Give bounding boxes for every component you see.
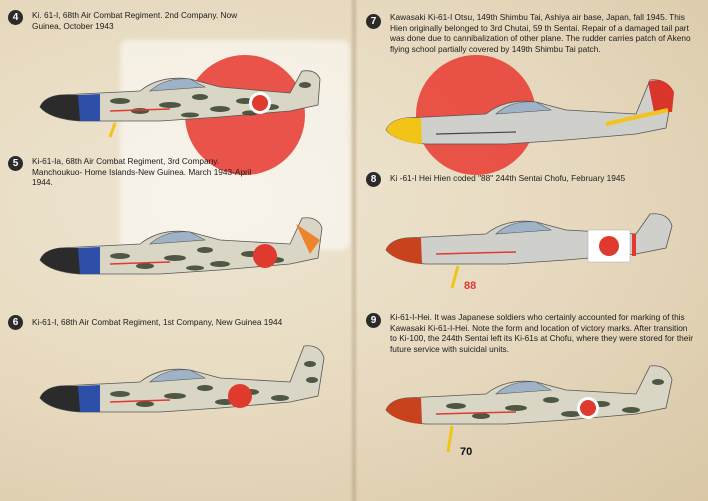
profile-number-7: 7 — [366, 14, 381, 29]
left-page: 4 Ki. 61-I, 68th Air Combat Regiment. 2n… — [0, 0, 352, 501]
aircraft-ki61-camo-icon — [39, 217, 323, 275]
aircraft-profile-5 — [20, 210, 340, 290]
aircraft-profile-4 — [20, 65, 340, 140]
right-page: 7 Kawasaki Ki-61-I Otsu, 149th Shimbu Ta… — [356, 0, 708, 501]
profile-caption-4: Ki. 61-I, 68th Air Combat Regiment. 2nd … — [32, 10, 238, 31]
aircraft-profile-9: 70 — [376, 362, 696, 472]
profile-number-6: 6 — [8, 315, 23, 330]
aircraft-ki61-silver-icon — [385, 79, 674, 145]
profile-caption-8: Ki -61-I Hei Hien coded "88" 244th Senta… — [390, 173, 626, 183]
aircraft-profile-7 — [376, 72, 696, 157]
code-70: 70 — [460, 446, 473, 458]
profile-number-8: 8 — [366, 172, 381, 187]
profile-number-4: 4 — [8, 10, 23, 25]
profile-caption-5: Ki-61-Ia, 68th Air Combat Regiment, 3rd … — [32, 156, 252, 187]
profile-caption-9: Ki-61-I-Hei. It was Japanese soldiers wh… — [390, 312, 693, 354]
aircraft-ki61-camo-icon — [39, 70, 321, 138]
aircraft-ki61-silver-icon — [385, 213, 673, 289]
code-88: 88 — [464, 280, 477, 292]
page-gutter — [350, 0, 358, 501]
profile-caption-6: Ki-61-I, 68th Air Combat Regiment, 1st C… — [32, 317, 283, 327]
aircraft-profile-6 — [20, 340, 340, 430]
aircraft-profile-8: 88 — [376, 210, 696, 305]
aircraft-ki61-camo-icon — [39, 345, 325, 413]
profile-number-5: 5 — [8, 156, 23, 171]
aircraft-ki61-camo-icon — [385, 365, 673, 453]
profile-caption-7: Kawasaki Ki-61-I Otsu, 149th Shimbu Tai,… — [390, 12, 691, 54]
profile-number-9: 9 — [366, 313, 381, 328]
